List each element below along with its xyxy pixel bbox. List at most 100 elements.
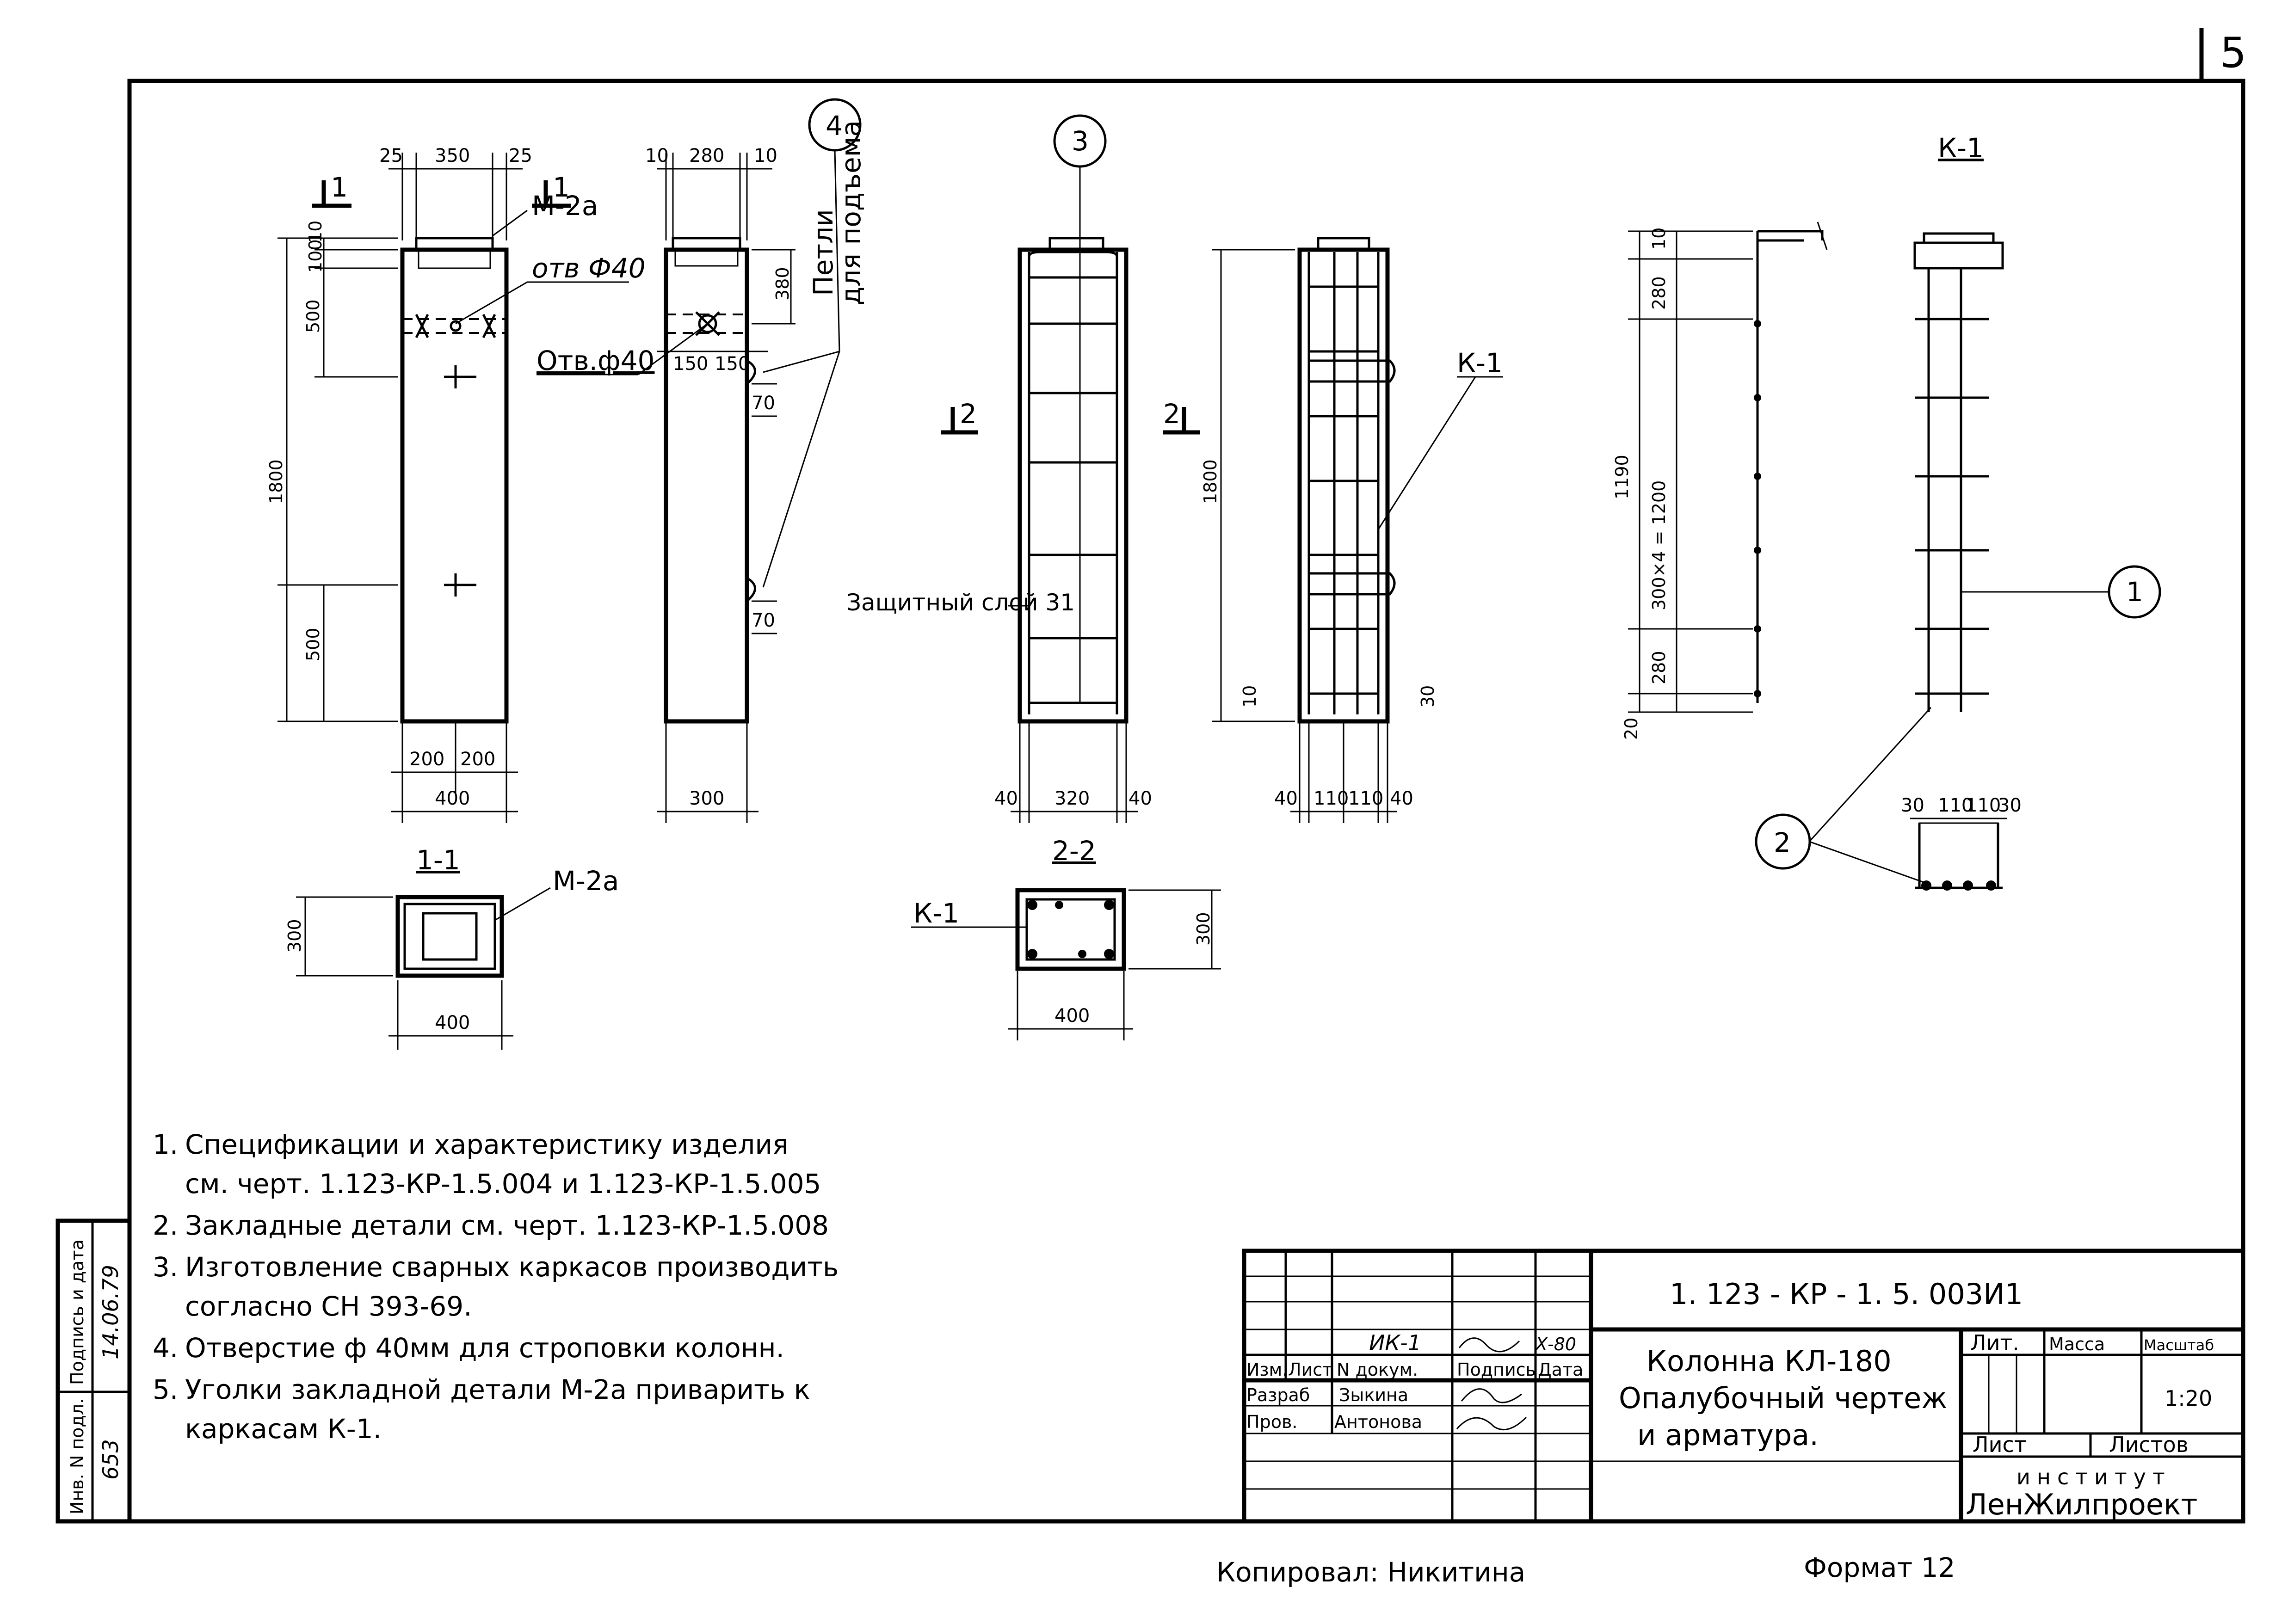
- tb-mass: Масса: [2049, 1334, 2105, 1354]
- note-5-line-1: Уголки закладной детали М-2а приварить к: [185, 1374, 810, 1405]
- note-1-line-1: Спецификации и характеристику изделия: [185, 1129, 789, 1160]
- callout-2-text: 2: [1774, 827, 1791, 858]
- view-reinforcement-side: К-1 2 1800 10 30 40 110 110 40: [1163, 237, 1503, 823]
- dim4-small-a: 10: [1240, 685, 1260, 707]
- stamp-inv-label: Инв. N подл.: [67, 1398, 87, 1514]
- tb-institute-name: ЛенЖилпроект: [1966, 1488, 2198, 1521]
- column-side-rebar-outline: [1297, 247, 1390, 724]
- footer-copied-by: Копировал: Никитина: [1216, 1556, 1525, 1588]
- cut-mark-1-left: 1: [331, 172, 348, 203]
- tb-name-dev: Зыкина: [1339, 1385, 1408, 1405]
- callout-circle-3: [1053, 114, 1107, 168]
- tb-head-doc: N докум.: [1337, 1359, 1418, 1380]
- view-reinforcement-front: 3 2 Защитный слой 31 40 320 40: [846, 114, 1152, 823]
- label-s11-m2a: М-2а: [553, 865, 619, 897]
- note-3-num: 3.: [153, 1251, 178, 1283]
- cut-mark-2-right: 2: [1163, 398, 1180, 430]
- dim2-right-a: 380: [772, 267, 793, 301]
- note-5-num: 5.: [153, 1374, 178, 1405]
- side-stamp: Инв. N подл. 653 Подпись и дата 14.06.79: [56, 1218, 132, 1524]
- embed-plate-m2a: [415, 237, 494, 250]
- note-4-num: 4.: [153, 1332, 178, 1364]
- tb-head-list: Лист: [1288, 1359, 1332, 1380]
- dim2-mid-a: 150: [673, 353, 708, 375]
- tb-scale: 1:20: [2164, 1386, 2212, 1411]
- label-protective-layer: Защитный слой 31: [846, 589, 1075, 616]
- dim-left-a: 10: [305, 221, 326, 243]
- tb-title-1: Колонна КЛ-180: [1646, 1344, 1892, 1378]
- dim-s22-height: 300: [1193, 912, 1214, 946]
- note-2-num: 2.: [153, 1210, 178, 1241]
- lifting-loop-bottom: [746, 577, 756, 602]
- tb-head-sign: Подпись: [1457, 1359, 1536, 1380]
- dim6-c: 110: [1966, 795, 2001, 816]
- page-number: 5: [2220, 29, 2246, 77]
- dim-bottom-a: 200: [409, 749, 444, 770]
- dim5-b: 280: [1649, 276, 1669, 310]
- dim-top-c: 25: [509, 145, 532, 166]
- tb-sheets: Листов: [2109, 1432, 2189, 1457]
- loop-bar: [1309, 359, 1396, 383]
- dim4-bottom-b: 110: [1314, 788, 1349, 809]
- dim2-top-c: 10: [754, 145, 777, 166]
- dim6-b: 110: [1938, 795, 1973, 816]
- dim3-bottom-a: 40: [994, 788, 1018, 809]
- tb-name-check: Антонова: [1334, 1412, 1422, 1432]
- dim5-e: 280: [1649, 651, 1669, 684]
- label-section-2-2: 2-2: [1052, 835, 1096, 867]
- dim4-small-b: 30: [1418, 685, 1438, 707]
- label-loops-2: для подъема: [835, 120, 867, 305]
- view-front-elevation: 25 350 25 10 100 500 1800 500 200 200 40…: [266, 145, 646, 823]
- label-k1-callout: К-1: [1457, 347, 1503, 379]
- stamp-inv-value: 653: [98, 1439, 123, 1480]
- dim2-top-b: 280: [689, 145, 724, 166]
- column-rebar-outline: [1018, 247, 1128, 724]
- dim-left-e: 500: [303, 627, 323, 661]
- tb-sheet: Лист: [1973, 1432, 2027, 1457]
- callout-3-text: 3: [1072, 125, 1089, 157]
- label-hole-a: отв Ф40: [532, 252, 646, 284]
- tb-head-date: Дата: [1538, 1359, 1583, 1380]
- dim2-right-c: 70: [752, 610, 775, 631]
- column-side-outline: [664, 247, 749, 724]
- label-s22-k1: К-1: [913, 898, 959, 929]
- view-frame-k1-front: К-1 1 30 110 110 30 2: [1755, 132, 2161, 891]
- tb-rev-date: Х-80: [1535, 1334, 1576, 1354]
- cut-mark-2-left: 2: [960, 398, 977, 430]
- section-2-2: 2-2 300 400 К-1: [911, 835, 1221, 1040]
- note-2-line-1: Закладные детали см. черт. 1.123-КР-1.5.…: [185, 1210, 829, 1241]
- dim3-bottom-b: 320: [1054, 788, 1090, 809]
- dim2-mid-b: 150: [715, 353, 750, 375]
- tb-role-dev: Разраб: [1246, 1385, 1310, 1405]
- tb-stage: Лит.: [1970, 1330, 2019, 1355]
- view-side-elevation: 10 280 10 380 70 70 150 150 Отв.ф40 300 …: [536, 98, 867, 823]
- note-3-line-1: Изготовление сварных каркасов производит…: [185, 1251, 839, 1283]
- lifting-hole: [698, 314, 717, 333]
- dim6-d: 30: [1998, 795, 2022, 816]
- footer-format: Формат 12: [1804, 1552, 1955, 1583]
- note-1-line-2: см. черт. 1.123-КР-1.5.004 и 1.123-КР-1.…: [185, 1168, 821, 1200]
- tb-rev-doc: ИК-1: [1369, 1330, 1421, 1355]
- tb-scale-head: Масштаб: [2144, 1336, 2214, 1354]
- label-hole-b: Отв.ф40: [536, 345, 654, 376]
- dim-top-b: 350: [435, 145, 470, 166]
- dim4-bottom-d: 40: [1390, 788, 1413, 809]
- dim3-bottom-c: 40: [1128, 788, 1152, 809]
- dim4-bottom-c: 110: [1348, 788, 1383, 809]
- dim-s22-width: 400: [1054, 1005, 1090, 1027]
- hole-mark: [450, 320, 462, 332]
- dim2-right-b: 70: [752, 393, 775, 414]
- dim2-bottom: 300: [689, 788, 724, 809]
- note-4-line-1: Отверстие ф 40мм для строповки колонн.: [185, 1332, 784, 1364]
- dim6-a: 30: [1901, 795, 1924, 816]
- sheet-frame: [127, 79, 2245, 1524]
- dim-bottom-total: 400: [435, 788, 470, 809]
- cut-mark-1-right: 1: [553, 172, 570, 203]
- label-loops-1: Петли: [808, 209, 839, 296]
- tb-role-check: Пров.: [1246, 1412, 1297, 1432]
- title-block: Изм. Лист N докум. Подпись Дата ИК-1 Х-8…: [1242, 1249, 2245, 1524]
- note-1-num: 1.: [153, 1129, 178, 1160]
- dim-top-a: 25: [379, 145, 403, 166]
- dim4-bottom-a: 40: [1274, 788, 1298, 809]
